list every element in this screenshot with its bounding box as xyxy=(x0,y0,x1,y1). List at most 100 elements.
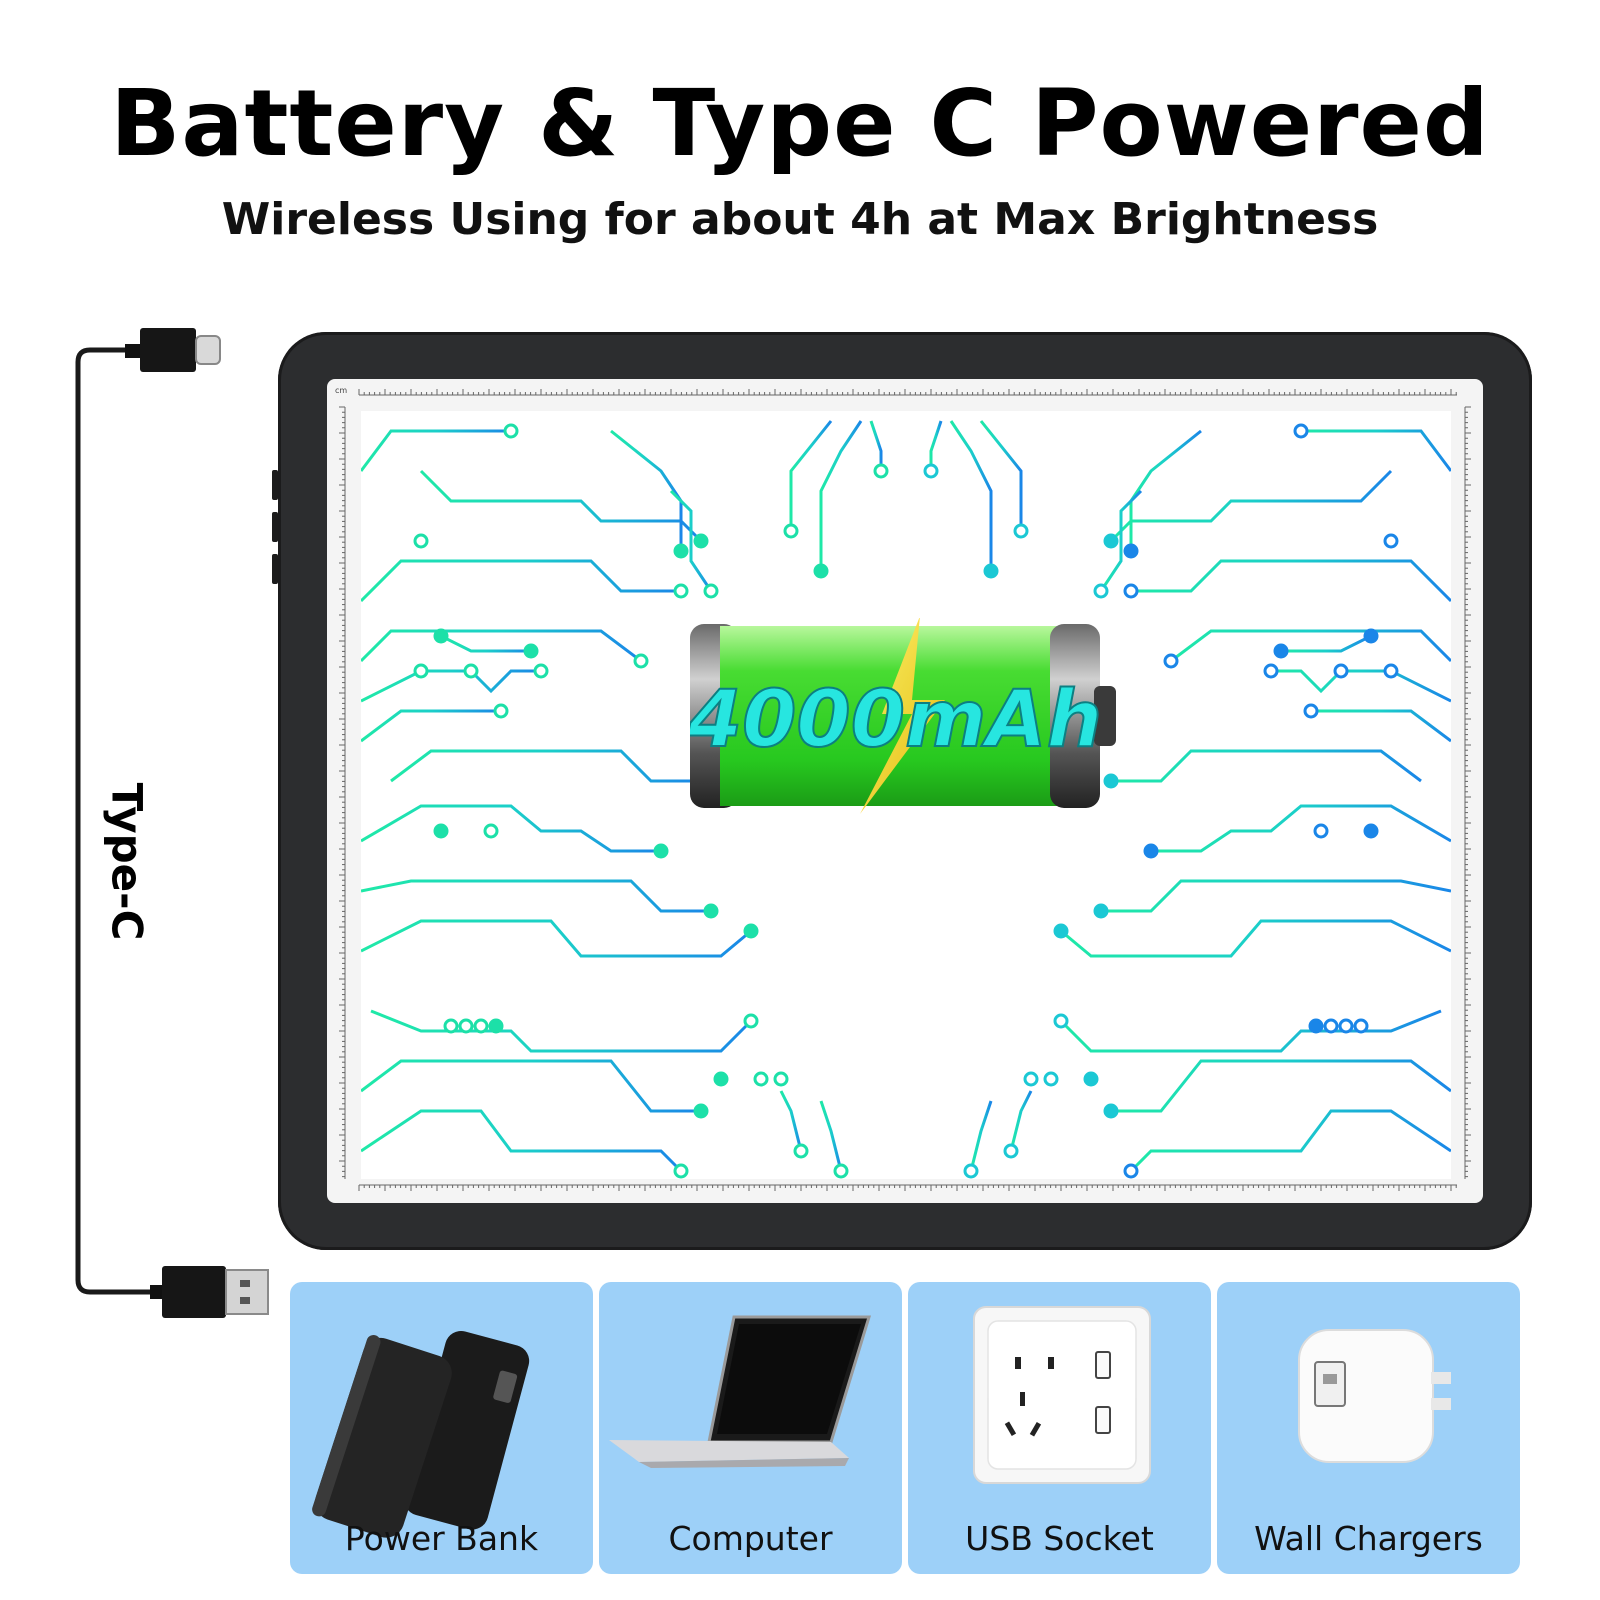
circuit-node xyxy=(1053,923,1069,939)
circuit-node xyxy=(673,583,689,599)
circuit-node xyxy=(673,543,689,559)
circuit-node xyxy=(813,563,829,579)
battery-capacity-label: 4000mAh xyxy=(690,675,1102,765)
circuit-node xyxy=(1103,773,1119,789)
circuit-node xyxy=(753,1071,769,1087)
circuit-node xyxy=(1023,1071,1039,1087)
circuit-node xyxy=(483,823,499,839)
circuit-node xyxy=(873,463,889,479)
circuit-trace xyxy=(360,669,541,703)
circuit-node xyxy=(983,563,999,579)
circuit-node xyxy=(488,1018,504,1034)
circuit-trace xyxy=(360,709,501,743)
circuit-trace xyxy=(360,1059,701,1113)
circuit-node xyxy=(963,1163,979,1179)
circuit-node xyxy=(433,823,449,839)
circuit-node xyxy=(1323,1018,1339,1034)
circuit-node xyxy=(783,523,799,539)
circuit-node xyxy=(1273,643,1289,659)
circuit-trace xyxy=(1151,804,1452,853)
wall-charger-icon xyxy=(1298,1329,1451,1463)
circuit-node xyxy=(1353,1018,1369,1034)
circuit-trace xyxy=(1311,709,1452,743)
circuit-node xyxy=(458,1018,474,1034)
circuit-node xyxy=(1333,663,1349,679)
circuit-node xyxy=(1338,1018,1354,1034)
circuit-trace xyxy=(1059,1009,1442,1053)
ruler-icon: cm xyxy=(335,386,1471,1191)
card-power-bank: Power Bank xyxy=(290,1282,593,1574)
power-bank-icon xyxy=(312,1330,530,1538)
circuit-node xyxy=(743,1013,759,1029)
circuit-node xyxy=(633,653,649,669)
circuit-trace xyxy=(1170,629,1453,663)
circuit-trace xyxy=(1281,634,1372,653)
circuit-trace xyxy=(360,804,661,853)
power-bank-label: Power Bank xyxy=(344,1519,539,1558)
laptop-icon xyxy=(609,1315,872,1468)
circuit-node xyxy=(413,533,429,549)
circuit-node xyxy=(1313,823,1329,839)
circuit-node xyxy=(1263,663,1279,679)
circuit-node xyxy=(703,903,719,919)
circuit-node xyxy=(673,1163,689,1179)
circuit-pattern-icon xyxy=(359,420,1453,1179)
circuit-node xyxy=(463,663,479,679)
usb-cable-icon xyxy=(75,328,269,1318)
circuit-node xyxy=(433,628,449,644)
battery-icon: 4000mAh xyxy=(690,618,1116,814)
circuit-node xyxy=(1123,583,1139,599)
circuit-node xyxy=(773,1071,789,1087)
circuit-trace xyxy=(949,420,993,571)
circuit-node xyxy=(413,663,429,679)
circuit-node xyxy=(653,843,669,859)
circuit-node xyxy=(1013,523,1029,539)
circuit-node xyxy=(1093,583,1109,599)
circuit-node xyxy=(1303,703,1319,719)
circuit-trace xyxy=(979,420,1023,531)
circuit-node xyxy=(1143,843,1159,859)
circuit-trace xyxy=(1131,559,1453,603)
circuit-trace xyxy=(819,1100,843,1172)
circuit-node xyxy=(1103,1103,1119,1119)
circuit-node xyxy=(1123,1163,1139,1179)
pad-side-buttons xyxy=(272,470,280,600)
circuit-trace xyxy=(1129,429,1202,551)
type-c-label: Type-C xyxy=(82,777,172,947)
circuit-trace xyxy=(929,420,943,471)
circuit-trace xyxy=(359,629,642,663)
circuit-node xyxy=(1293,423,1309,439)
circuit-node xyxy=(1123,543,1139,559)
circuit-trace xyxy=(1111,749,1422,783)
circuit-node xyxy=(1363,823,1379,839)
circuit-node xyxy=(493,703,509,719)
circuit-node xyxy=(1043,1071,1059,1087)
card-usb-socket: USB Socket xyxy=(908,1282,1211,1574)
type-c-label-text: Type-C xyxy=(102,782,152,941)
ruler-unit-label: cm xyxy=(335,386,347,395)
circuit-node xyxy=(1103,533,1119,549)
circuit-trace xyxy=(360,919,752,958)
circuit-node xyxy=(523,643,539,659)
circuit-node xyxy=(743,923,759,939)
circuit-trace xyxy=(1111,1059,1452,1113)
circuit-trace xyxy=(359,559,681,603)
computer-label: Computer xyxy=(668,1519,833,1558)
circuit-node xyxy=(1383,663,1399,679)
circuit-trace xyxy=(1301,429,1453,472)
circuit-trace xyxy=(419,469,703,543)
circuit-node xyxy=(1003,1143,1019,1159)
card-wall-chargers: Wall Chargers xyxy=(1217,1282,1520,1574)
circuit-node xyxy=(713,1071,729,1087)
circuit-trace xyxy=(779,1090,803,1152)
circuit-trace xyxy=(1099,489,1143,592)
circuit-node xyxy=(503,423,519,439)
circuit-node xyxy=(793,1143,809,1159)
circuit-trace xyxy=(1271,669,1452,703)
wall-socket-icon xyxy=(973,1306,1151,1484)
circuit-node xyxy=(1163,653,1179,669)
circuit-trace xyxy=(669,489,713,592)
usb-socket-label: USB Socket xyxy=(965,1519,1154,1558)
circuit-trace xyxy=(819,420,863,571)
circuit-trace xyxy=(360,879,711,913)
